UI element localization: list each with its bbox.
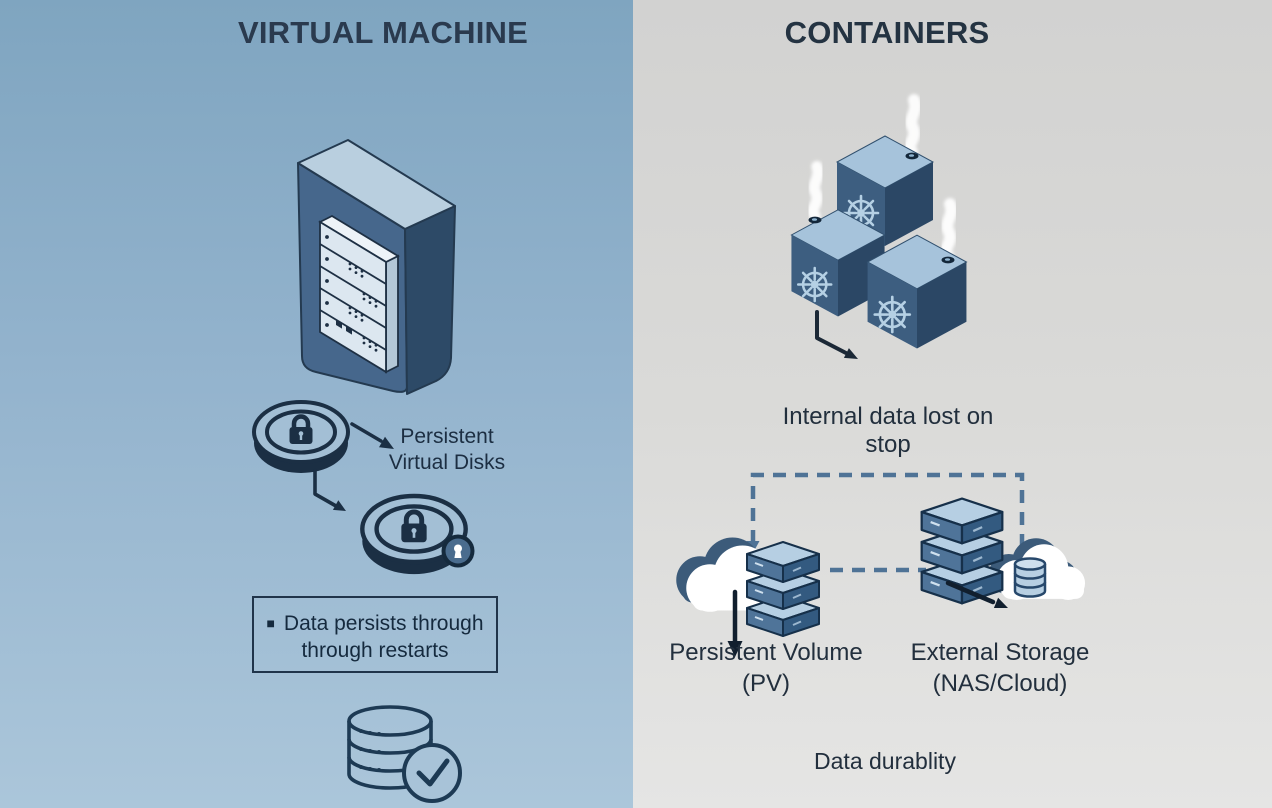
storage-stack-icon: [746, 541, 820, 637]
persistent-volume-illustration: [676, 537, 820, 657]
server-rack: [318, 214, 400, 374]
container-cubes-illustration: [770, 80, 1010, 359]
elbow-arrow-data-lost-icon: [815, 310, 858, 359]
persistent-disk-flow: [240, 388, 475, 588]
keyhole-badge: [441, 534, 475, 568]
containers-panel-background: [633, 0, 1272, 808]
arrow-to-cloud-icon: [945, 580, 1008, 608]
database-check-icon: [347, 705, 462, 803]
square-bullet-icon: ■: [266, 615, 275, 631]
vm-tower-icon: [297, 139, 456, 395]
external-storage-illustration: [920, 497, 1086, 608]
elbow-arrow-to-locked-disk-icon: [313, 468, 346, 511]
lock-disk-keyhole-icon: [362, 496, 475, 574]
external-storage-label: External Storage (NAS/Cloud): [910, 639, 1090, 697]
persistence-note-box: ■Data persists through through restarts: [252, 596, 498, 673]
arrow-to-disks-label-icon: [350, 422, 394, 449]
vm-panel-title: VIRTUAL MACHINE: [237, 15, 529, 50]
persistent-volume-label: Persistent Volume (PV): [669, 639, 863, 697]
down-arrow-icon: [727, 589, 743, 657]
data-lost-label: Internal data lost on stop: [782, 403, 994, 458]
containers-panel-title: CONTAINERS: [784, 15, 990, 50]
persistent-disks-label: Persistent Virtual Disks: [388, 425, 506, 474]
data-durability-label: Data durablity: [814, 748, 956, 774]
checkmark-circle-icon: [402, 743, 462, 803]
database-cloud-icon: [1013, 557, 1047, 598]
